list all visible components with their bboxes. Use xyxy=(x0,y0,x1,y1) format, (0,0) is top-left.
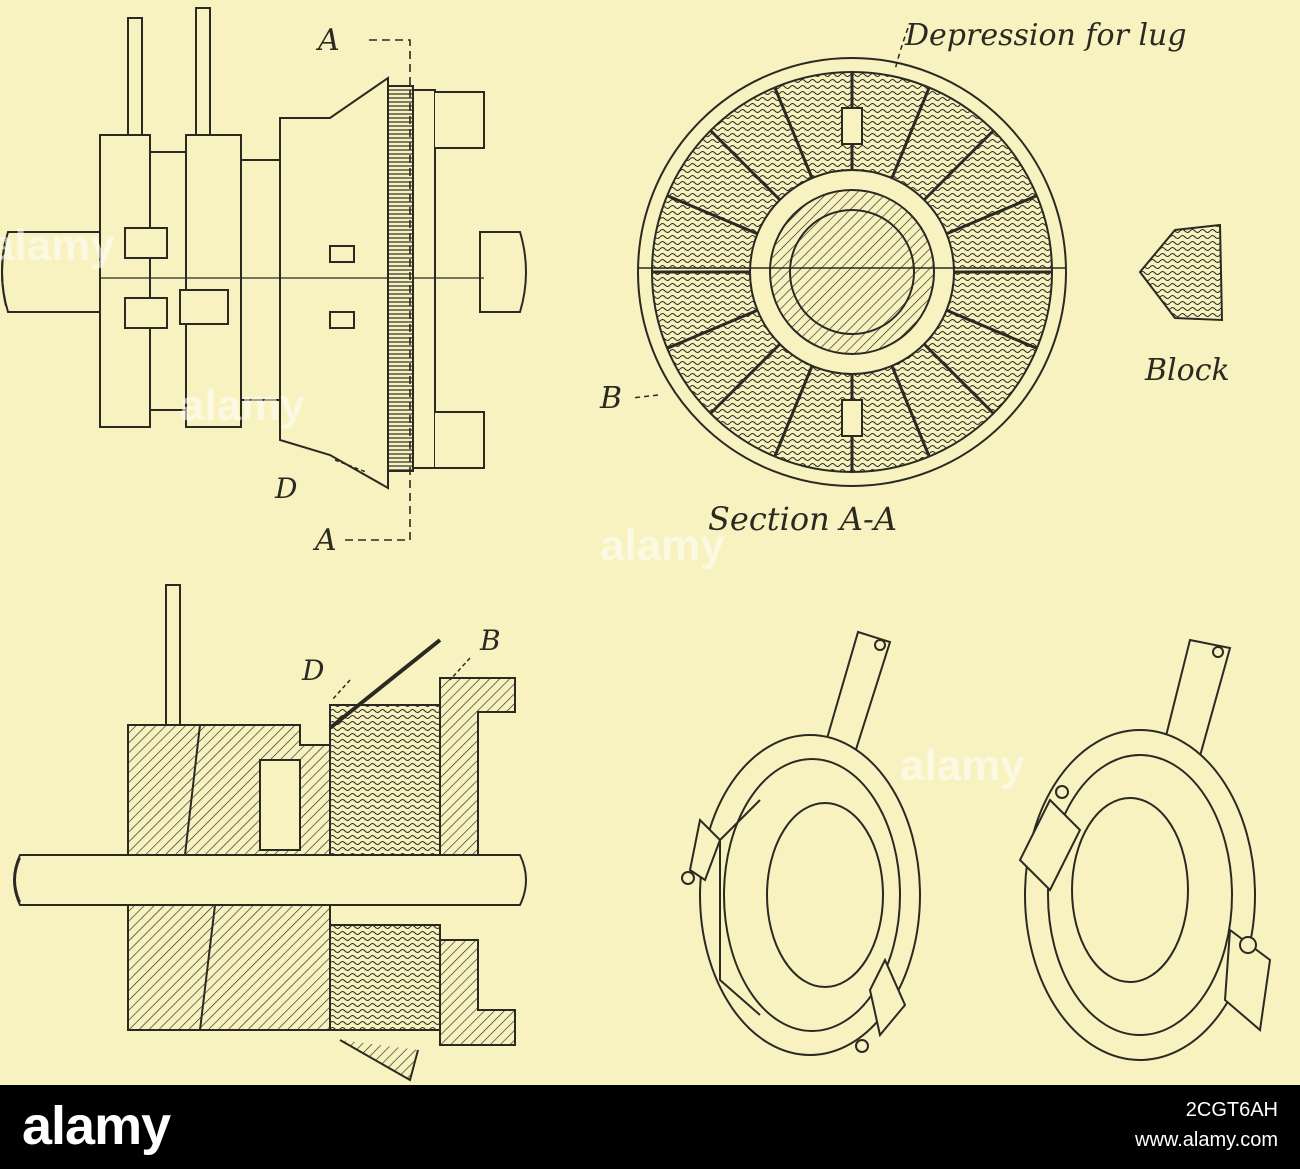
section-caption: Section A-A xyxy=(708,500,897,538)
longitudinal-section-view xyxy=(13,584,527,1082)
drawing-labels: A D A Depression for lug B Block Section… xyxy=(274,18,1230,687)
technical-drawing: A D A Depression for lug B Block Section… xyxy=(0,0,1300,1085)
image-id: 2CGT6AH xyxy=(1185,1099,1278,1121)
label-d-top: D xyxy=(274,472,297,505)
site-url[interactable]: www.alamy.com xyxy=(1135,1129,1278,1151)
watermark: alamy alamy alamy alamy xyxy=(0,221,1025,790)
watermark-text: alamy xyxy=(0,221,115,270)
block-label: Block xyxy=(1144,353,1230,388)
label-b-circle: B xyxy=(599,381,622,416)
label-a-bottom: A xyxy=(312,523,337,558)
label-b-bottom: B xyxy=(479,624,501,657)
brand-logo[interactable]: alamy xyxy=(22,1096,171,1156)
depression-label: Depression for lug xyxy=(904,18,1187,53)
block-wedge xyxy=(1138,223,1224,322)
elevation-view xyxy=(1,7,527,541)
label-a-top: A xyxy=(315,23,340,58)
watermark-text: alamy xyxy=(600,521,725,570)
watermark-text: alamy xyxy=(900,741,1025,790)
section-a-a-view xyxy=(631,27,1224,487)
stock-footer: alamy 2CGT6AH www.alamy.com xyxy=(0,1085,1300,1169)
label-d-bottom: D xyxy=(301,654,324,687)
watermark-text: alamy xyxy=(180,381,305,430)
perspective-views xyxy=(681,630,1272,1061)
